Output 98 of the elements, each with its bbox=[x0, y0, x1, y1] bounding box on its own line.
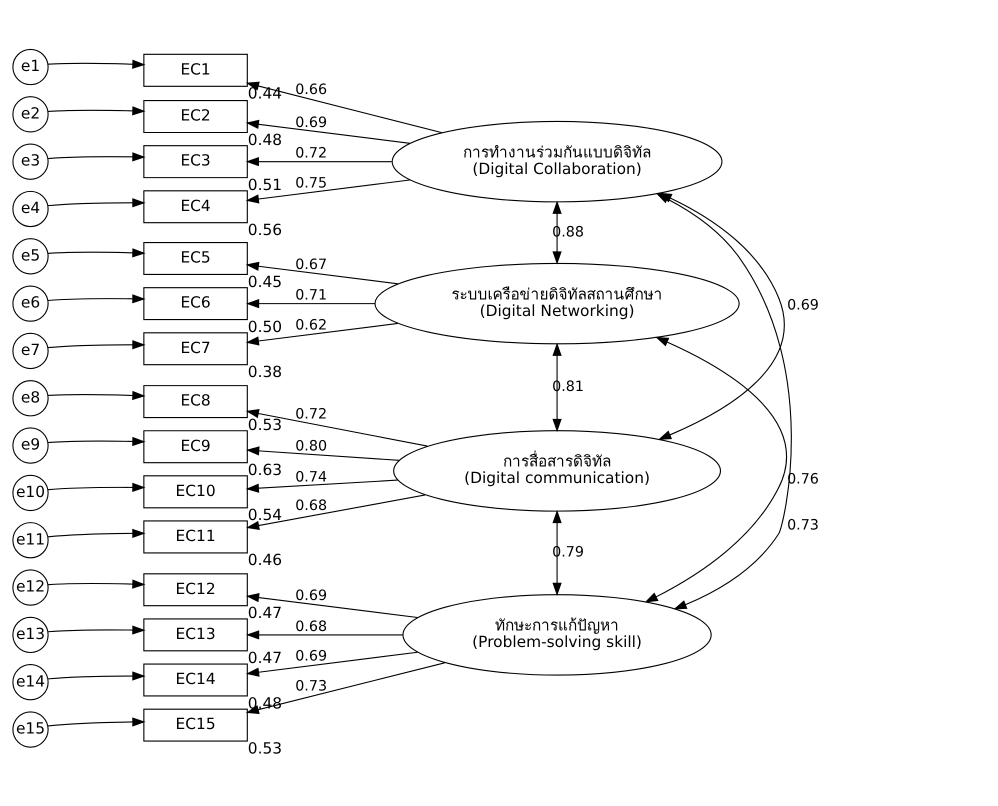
arrow bbox=[246, 662, 445, 714]
node-box: EC9 bbox=[143, 430, 248, 463]
node-box: EC4 bbox=[143, 190, 248, 223]
arrow bbox=[48, 198, 146, 207]
node-circle: e8 bbox=[12, 380, 49, 416]
arrow bbox=[246, 479, 398, 492]
node-box: EC13 bbox=[143, 618, 248, 651]
node-ellipse: ทักษะการแก้ปัญหา (Problem-solving skill) bbox=[402, 594, 712, 676]
node-circle: e6 bbox=[12, 284, 49, 322]
arrow bbox=[48, 578, 146, 588]
arrow bbox=[246, 81, 442, 133]
node-label: 0.48 bbox=[248, 130, 282, 148]
edge-label: 0.73 bbox=[295, 678, 328, 694]
node-circle: e7 bbox=[12, 332, 49, 369]
node-label: 0.44 bbox=[248, 84, 282, 102]
arrow bbox=[48, 436, 146, 446]
node-circle: e5 bbox=[12, 238, 49, 274]
edge-label: 0.69 bbox=[295, 114, 328, 130]
node-circle: e14 bbox=[12, 664, 49, 700]
arrow bbox=[48, 294, 146, 303]
node-circle: e4 bbox=[12, 190, 49, 227]
arrow bbox=[246, 494, 426, 530]
node-circle: e11 bbox=[12, 522, 49, 558]
arrow bbox=[48, 59, 146, 68]
edge-label: 0.80 bbox=[295, 438, 328, 454]
arrow bbox=[552, 509, 562, 596]
node-box: EC2 bbox=[143, 100, 248, 133]
node-label: 0.53 bbox=[248, 738, 282, 757]
arrow bbox=[246, 178, 410, 204]
arrow bbox=[246, 156, 392, 166]
node-label: 0.51 bbox=[248, 175, 282, 194]
node-box: EC8 bbox=[143, 384, 248, 418]
edge-label: 0.72 bbox=[295, 406, 328, 422]
edge-label: 0.74 bbox=[295, 468, 328, 485]
arrow bbox=[246, 322, 398, 346]
edge-label: 0.68 bbox=[295, 618, 328, 634]
edge-label: 0.69 bbox=[787, 297, 819, 314]
node-circle: e2 bbox=[12, 96, 49, 132]
node-label: 0.46 bbox=[248, 550, 282, 569]
node-box: EC15 bbox=[143, 708, 248, 742]
node-circle: e1 bbox=[12, 48, 49, 85]
node-label: 0.50 bbox=[248, 317, 282, 336]
node-box: EC6 bbox=[143, 286, 248, 320]
node-box: EC14 bbox=[143, 663, 248, 696]
arrow bbox=[48, 624, 146, 634]
arrow bbox=[246, 592, 418, 618]
node-box: EC10 bbox=[143, 474, 248, 508]
node-label: 0.54 bbox=[248, 506, 282, 524]
arrow bbox=[246, 630, 403, 640]
node-box: EC7 bbox=[143, 332, 248, 365]
arrow bbox=[48, 482, 146, 492]
edge-label: 0.73 bbox=[787, 517, 819, 534]
arrow bbox=[48, 152, 146, 161]
edge-label: 0.62 bbox=[295, 316, 328, 333]
node-ellipse: ระบบเครือข่ายดิจิทัลสถานศึกษา (Digital Networking) bbox=[374, 262, 740, 344]
arrow bbox=[48, 248, 146, 257]
node-box: EC1 bbox=[143, 53, 248, 86]
arrow bbox=[48, 528, 146, 538]
arrow bbox=[246, 408, 428, 446]
arrow bbox=[246, 446, 399, 460]
node-label: 0.38 bbox=[248, 362, 282, 381]
node-box: EC12 bbox=[143, 572, 248, 606]
node-circle: e3 bbox=[12, 143, 49, 180]
node-label: 0.56 bbox=[248, 220, 282, 239]
edge-label: 0.66 bbox=[295, 81, 328, 98]
node-label: 0.48 bbox=[248, 694, 282, 712]
node-label: 0.47 bbox=[248, 648, 282, 667]
arrow bbox=[48, 716, 146, 726]
arrow bbox=[48, 390, 146, 400]
node-circle: e13 bbox=[12, 616, 49, 653]
arrow bbox=[48, 670, 146, 680]
edge-label: 0.67 bbox=[295, 256, 328, 272]
node-label: 0.63 bbox=[248, 460, 282, 478]
arrow bbox=[644, 336, 787, 602]
arrow bbox=[48, 106, 146, 115]
arrow bbox=[48, 340, 146, 349]
arrow bbox=[246, 261, 398, 284]
node-circle: e12 bbox=[12, 568, 49, 606]
arrow bbox=[246, 651, 418, 676]
node-label: 0.45 bbox=[248, 272, 282, 290]
node-box: EC11 bbox=[143, 520, 248, 553]
arrow bbox=[246, 119, 410, 144]
arrow bbox=[552, 342, 562, 432]
edge-label: 0.71 bbox=[295, 287, 328, 304]
edge-label: 0.68 bbox=[295, 497, 328, 514]
edge-label: 0.75 bbox=[295, 174, 328, 191]
node-circle: e10 bbox=[12, 474, 49, 511]
arrow bbox=[552, 200, 562, 264]
node-box: EC5 bbox=[143, 242, 248, 274]
node-circle: e15 bbox=[12, 710, 49, 748]
node-box: EC3 bbox=[143, 144, 248, 178]
node-label: 0.47 bbox=[248, 604, 282, 622]
edge-label: 0.72 bbox=[295, 145, 328, 162]
node-circle: e9 bbox=[12, 426, 49, 464]
edge-label: 0.69 bbox=[295, 648, 328, 664]
node-label: 0.53 bbox=[248, 415, 282, 434]
arrow bbox=[246, 298, 375, 308]
edge-label: 0.69 bbox=[295, 588, 328, 604]
